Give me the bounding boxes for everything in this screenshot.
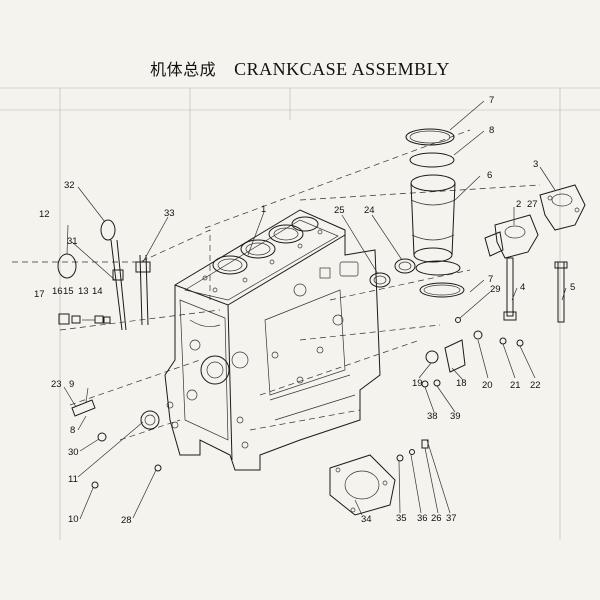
callout-23: 22 <box>530 380 541 391</box>
dashed-assembly-lines <box>12 129 541 441</box>
bearing-caps <box>484 184 586 323</box>
callout-26: 25 <box>334 205 345 216</box>
part-callouts: 7 8 6 3 2 27 7 4 5 29 1 25 24 32 12 31 3… <box>34 95 575 526</box>
callout-14: 13 <box>78 286 89 297</box>
callout-28: 27 <box>527 199 538 210</box>
callout-34: 33 <box>164 208 175 219</box>
oil-gallery-fittings <box>421 317 524 388</box>
callout-16: 15 <box>63 286 74 297</box>
callout-8: 8 <box>489 125 494 136</box>
callout-21: 20 <box>482 380 493 391</box>
callout-19: 18 <box>456 378 467 389</box>
callout-7b: 7 <box>488 274 493 285</box>
callout-11: 10 <box>68 514 79 525</box>
callout-33: 32 <box>64 180 75 191</box>
cam-bushings <box>369 258 416 288</box>
expansion-plug <box>57 253 77 279</box>
rear-cover-plate <box>329 439 429 516</box>
callout-4: 4 <box>520 282 525 293</box>
callout-7: 7 <box>489 95 494 106</box>
callout-3: 3 <box>533 159 538 170</box>
title-english: CRANKCASE ASSEMBLY <box>234 59 450 79</box>
front-small-parts <box>71 399 162 489</box>
callout-30: 29 <box>490 284 501 295</box>
callout-13: 12 <box>39 209 50 220</box>
callout-15: 14 <box>92 286 103 297</box>
callout-24: 23 <box>51 379 62 390</box>
callout-31: 30 <box>68 447 79 458</box>
callout-27: 26 <box>431 513 442 524</box>
crankcase-block <box>164 209 381 471</box>
callout-17: 16 <box>52 286 63 297</box>
callout-20: 19 <box>412 378 423 389</box>
callout-39: 38 <box>427 411 438 422</box>
diagram-title: 机体总成 CRANKCASE ASSEMBLY <box>0 56 600 80</box>
callout-6: 6 <box>487 170 492 181</box>
dipstick-assembly <box>100 219 151 331</box>
callout-37: 36 <box>417 513 428 524</box>
callout-32: 31 <box>67 236 78 247</box>
title-chinese: 机体总成 <box>150 60 217 79</box>
callout-18: 17 <box>34 289 45 300</box>
callout-38: 37 <box>446 513 457 524</box>
leader-lines <box>63 100 567 520</box>
callout-35: 34 <box>361 514 372 525</box>
callout-1: 1 <box>261 204 266 215</box>
callout-25: 24 <box>364 205 375 216</box>
cylinder-liner <box>410 174 456 263</box>
callout-2: 2 <box>516 199 521 210</box>
pressure-fittings <box>58 313 111 325</box>
background-table-ghost <box>0 87 600 540</box>
callout-5: 5 <box>570 282 575 293</box>
callout-40: 39 <box>450 411 461 422</box>
callout-29: 28 <box>121 515 132 526</box>
seal-rings <box>405 128 465 298</box>
callout-22: 21 <box>510 380 521 391</box>
callout-12: 11 <box>68 474 78 485</box>
callout-9: 8 <box>70 425 75 436</box>
callout-36: 35 <box>396 513 407 524</box>
callout-10: 9 <box>69 379 74 390</box>
